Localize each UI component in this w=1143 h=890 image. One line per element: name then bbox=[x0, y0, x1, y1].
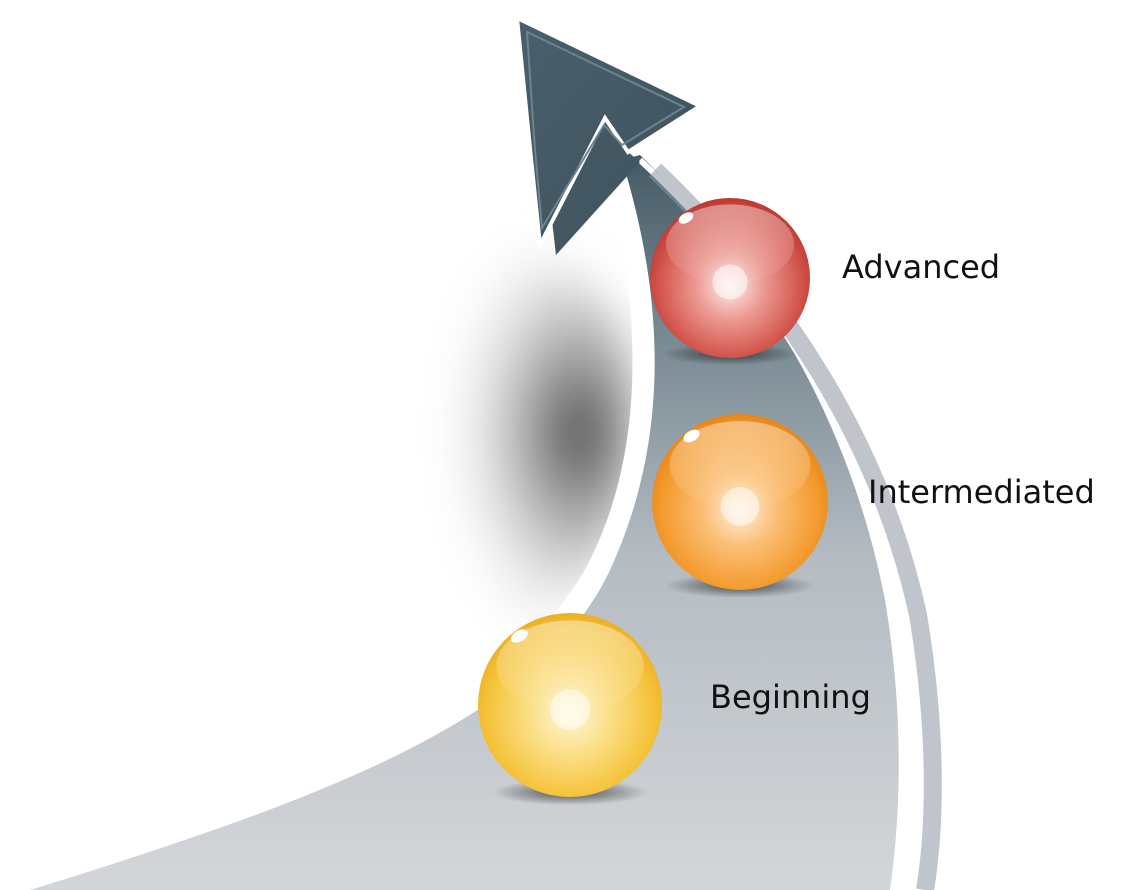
sphere-center-glow bbox=[712, 264, 748, 300]
sphere-center-glow bbox=[720, 487, 760, 526]
sphere-highlight bbox=[678, 212, 694, 224]
curve-shadow bbox=[395, 246, 640, 660]
stage-label-advanced: Advanced bbox=[842, 248, 1000, 286]
sphere-intermediated bbox=[652, 414, 828, 598]
sphere-advanced bbox=[650, 198, 810, 366]
sphere-gloss bbox=[496, 620, 644, 713]
sphere-center-glow bbox=[549, 689, 591, 730]
stage-label-beginning: Beginning bbox=[710, 678, 871, 716]
sphere-beginning bbox=[478, 613, 662, 806]
stage-label-intermediated: Intermediated bbox=[868, 473, 1095, 511]
stage-labels: Advanced Intermediated Beginning bbox=[710, 248, 1095, 716]
arrow-head-icon bbox=[514, 14, 705, 255]
sphere-highlight bbox=[683, 429, 700, 443]
sphere-gloss bbox=[669, 421, 811, 510]
stage-spheres bbox=[478, 198, 828, 806]
sphere-gloss bbox=[666, 204, 794, 285]
sphere-highlight bbox=[510, 629, 528, 643]
